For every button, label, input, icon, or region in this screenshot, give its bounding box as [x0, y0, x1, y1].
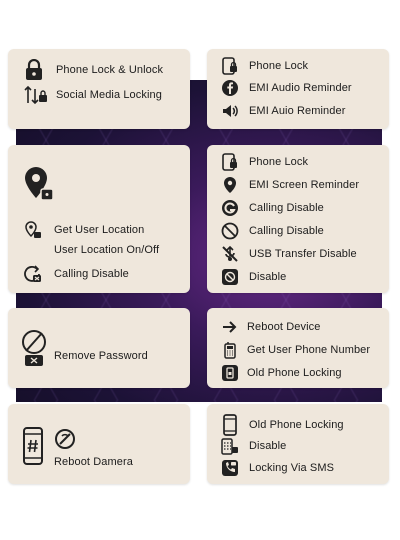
feature-locking-via-sms[interactable]: Locking Via SMS — [221, 459, 334, 477]
phone-lock-icon — [221, 153, 239, 171]
feature-label: Phone Lock — [249, 156, 309, 168]
feature-emi-auio-reminder[interactable]: EMI Auio Reminder — [221, 102, 345, 120]
card-location: Get User Location User Location On/Off C… — [8, 145, 190, 293]
arrow-right-icon — [221, 318, 239, 336]
feature-get-user-phone-number[interactable]: Get User Phone Number — [221, 341, 370, 359]
arrows-lock-icon — [24, 85, 48, 105]
location-person-icon — [24, 221, 42, 239]
feature-phone-icon — [221, 341, 239, 359]
feature-label: Calling Disable — [249, 225, 324, 237]
feature-get-user-location[interactable]: Get User Location — [24, 221, 144, 239]
feature-calling-disable[interactable]: Calling Disable — [24, 265, 129, 283]
phone-square-icon — [221, 364, 239, 382]
card-remove-password: Remove Password — [8, 308, 190, 388]
block-square-icon — [221, 268, 239, 286]
usb-off-icon — [221, 245, 239, 263]
refresh-cancel-icon — [24, 265, 42, 283]
feature-label: Calling Disable — [249, 202, 324, 214]
feature-label: User Location On/Off — [54, 244, 160, 256]
feature-remove-password[interactable]: Remove Password — [54, 350, 148, 362]
feature-label: Social Media Locking — [56, 89, 162, 101]
card-device-controls: Reboot Device Get User Phone Number Old … — [207, 308, 389, 388]
feature-label: Locking Via SMS — [249, 462, 335, 474]
feature-disable[interactable]: Disable — [221, 437, 286, 455]
feature-label: Reboot Device — [247, 321, 321, 333]
feature-label: Old Phone Locking — [249, 419, 344, 431]
padlock-icon — [24, 59, 44, 81]
phone-lock-icon — [221, 57, 239, 75]
card-reboot: Reboot Damera — [8, 404, 190, 484]
feature-reboot-damera[interactable]: Reboot Damera — [54, 456, 133, 468]
feature-label: Disable — [249, 440, 287, 452]
feature-calling-disable-2[interactable]: Calling Disable — [221, 222, 324, 240]
g-circle-icon — [221, 199, 239, 217]
no-password-icon — [20, 328, 50, 368]
sms-phone-icon — [221, 459, 239, 477]
feature-user-location-on-off[interactable]: User Location On/Off — [54, 244, 159, 256]
feature-phone-lock[interactable]: Phone Lock — [221, 153, 308, 171]
speaker-icon — [221, 102, 239, 120]
feature-emi-audio-reminder[interactable]: EMI Audio Reminder — [221, 79, 352, 97]
prohibited-icon — [221, 222, 239, 240]
feature-social-media-locking[interactable]: Social Media Locking — [24, 85, 162, 105]
location-pin-icon — [221, 176, 239, 194]
feature-phone-lock[interactable]: Phone Lock — [221, 57, 308, 75]
feature-label: EMI Auio Reminder — [249, 105, 346, 117]
feature-old-phone-locking[interactable]: Old Phone Locking — [221, 414, 344, 436]
feature-label: EMI Audio Reminder — [249, 82, 352, 94]
facebook-icon — [221, 79, 239, 97]
feature-label: Calling Disable — [54, 268, 129, 280]
feature-phone-lock-unlock[interactable]: Phone Lock & Unlock — [24, 59, 163, 81]
feature-label: Get User Location — [54, 224, 145, 236]
card-emi-reminder: Phone Lock EMI Audio Reminder EMI Auio R… — [207, 49, 389, 129]
feature-label: Remove Password — [54, 350, 148, 362]
camera-off-icon — [54, 428, 76, 450]
feature-label: Disable — [249, 271, 287, 283]
location-pin-lock-icon — [22, 165, 56, 203]
card-phone-lock: Phone Lock & Unlock Social Media Locking — [8, 49, 190, 129]
feature-label: Reboot Damera — [54, 456, 133, 468]
feature-disable[interactable]: Disable — [221, 268, 286, 286]
feature-label: EMI Screen Reminder — [249, 179, 360, 191]
feature-label: Phone Lock — [249, 60, 309, 72]
card-sms-locking: Old Phone Locking Disable Locking Via SM… — [207, 404, 389, 484]
keypad-phone-icon — [221, 437, 239, 455]
card-screen-controls: Phone Lock EMI Screen Reminder Calling D… — [207, 145, 389, 293]
feature-label: USB Transfer Disable — [249, 248, 357, 260]
smartphone-icon — [221, 414, 239, 436]
feature-label: Old Phone Locking — [247, 367, 342, 379]
feature-old-phone-locking[interactable]: Old Phone Locking — [221, 364, 342, 382]
feature-label: Get User Phone Number — [247, 344, 371, 356]
feature-calling-disable[interactable]: Calling Disable — [221, 199, 324, 217]
feature-usb-transfer-disable[interactable]: USB Transfer Disable — [221, 245, 357, 263]
feature-label: Phone Lock & Unlock — [56, 64, 164, 76]
feature-emi-screen-reminder[interactable]: EMI Screen Reminder — [221, 176, 359, 194]
phone-hash-icon — [22, 426, 44, 466]
feature-reboot-device[interactable]: Reboot Device — [221, 318, 320, 336]
